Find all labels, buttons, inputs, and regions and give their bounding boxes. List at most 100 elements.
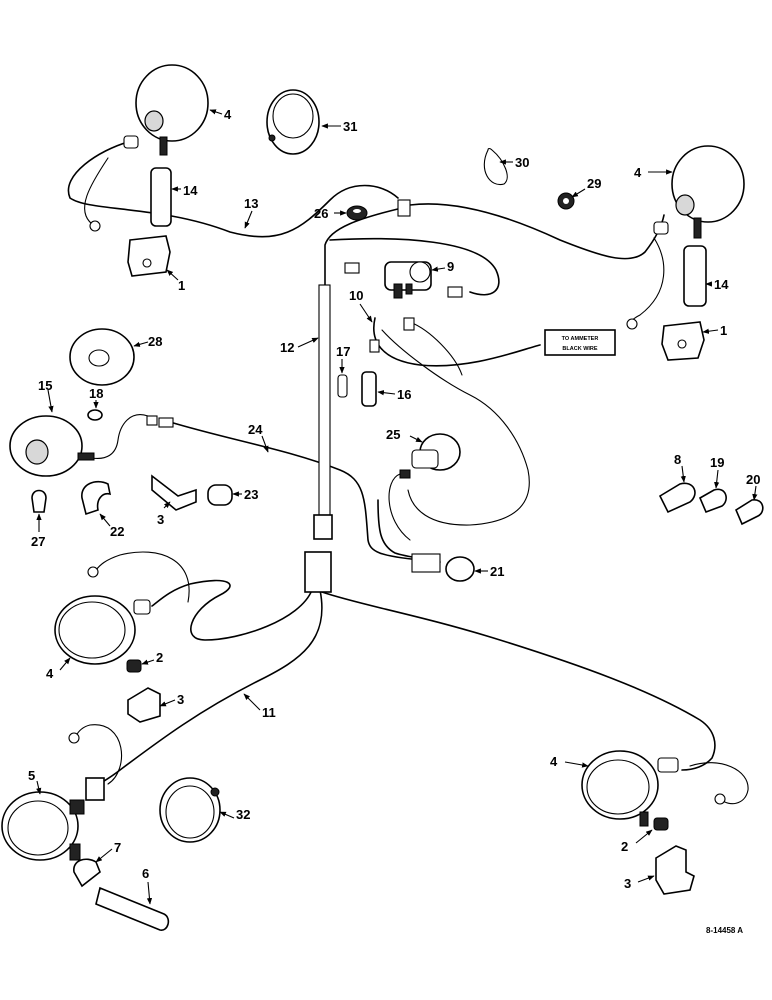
connector-24a xyxy=(146,415,158,426)
fuse-holder-16 xyxy=(361,371,377,407)
bracket-left-hole xyxy=(142,258,152,268)
wire-10c xyxy=(409,321,463,376)
callout-24: 24 xyxy=(248,422,263,437)
callout-17: 17 xyxy=(336,344,350,359)
callout-15: 15 xyxy=(38,378,52,393)
callout-3-lower-middle: 3 xyxy=(177,692,184,707)
tube-6 xyxy=(95,886,170,931)
lamp-32 xyxy=(159,777,221,843)
callout-7: 7 xyxy=(114,840,121,855)
bulb-27 xyxy=(31,489,47,513)
clip-19 xyxy=(698,488,727,514)
connector-10b xyxy=(403,317,415,331)
callout-29: 29 xyxy=(587,176,601,191)
callout-2-left: 2 xyxy=(156,650,163,665)
drawing-reference: 8-14458 A xyxy=(706,926,743,935)
wire-13-eyelet xyxy=(89,220,101,232)
callout-3-lower-right: 3 xyxy=(624,876,631,891)
conduit-12 xyxy=(318,284,331,516)
callout-31: 31 xyxy=(343,119,357,134)
callout-32: 32 xyxy=(236,807,250,822)
connector-11 xyxy=(85,777,105,801)
lamp-cover xyxy=(266,89,320,155)
wire-to-9 xyxy=(329,237,500,296)
callout-2-right: 2 xyxy=(621,839,628,854)
callout-10: 10 xyxy=(349,288,363,303)
switch-9 xyxy=(384,261,432,299)
callout-1-left: 1 xyxy=(178,278,185,293)
callout-13: 13 xyxy=(244,196,258,211)
connector-12-lower xyxy=(313,514,333,540)
callout-20: 20 xyxy=(746,472,760,487)
wire-13-lead xyxy=(84,157,109,225)
callout-14-left: 14 xyxy=(183,183,198,198)
wire-11 xyxy=(95,589,323,787)
wire-right-lower-lead xyxy=(689,762,749,805)
callout-30: 30 xyxy=(515,155,529,170)
wire-right-lower xyxy=(321,591,716,771)
headlamp-lower-right xyxy=(581,750,679,827)
clip-7 xyxy=(73,858,101,888)
callout-8: 8 xyxy=(674,452,681,467)
callout-4-lower-right: 4 xyxy=(550,754,558,769)
callout-11: 11 xyxy=(262,705,276,720)
wire-10b xyxy=(381,329,530,526)
wire-11b xyxy=(151,579,313,641)
callouts: 4 31 14 13 1 30 29 4 26 9 14 10 xyxy=(28,107,760,905)
connector-24b xyxy=(158,417,174,428)
callout-9: 9 xyxy=(447,259,454,274)
clip-22 xyxy=(81,480,112,516)
lamp-15 xyxy=(9,415,95,477)
callout-6: 6 xyxy=(142,866,149,881)
nut-2-right xyxy=(653,817,669,831)
callout-5: 5 xyxy=(28,768,35,783)
bracket-3-lower-middle xyxy=(127,687,161,723)
wire-12-trunk xyxy=(324,207,403,301)
callout-14-right: 14 xyxy=(714,277,729,292)
callout-4-top-left: 4 xyxy=(224,107,232,122)
lamp-5 xyxy=(1,791,85,861)
wiring xyxy=(67,141,749,805)
callout-22: 22 xyxy=(110,524,124,539)
callout-27: 27 xyxy=(31,534,45,549)
bushing-23 xyxy=(207,484,233,506)
switch-21 xyxy=(411,553,475,582)
connector-10a xyxy=(369,339,380,353)
callout-1-right: 1 xyxy=(720,323,727,338)
wire-left-eyelet xyxy=(87,566,99,578)
callout-23: 23 xyxy=(244,487,258,502)
bracket-3-lower-right xyxy=(655,845,695,895)
connector-9a xyxy=(344,262,360,274)
note-line-1: TO AMMETER xyxy=(562,336,599,342)
bracket-right-hole xyxy=(677,339,687,349)
clip-20 xyxy=(734,499,764,526)
callout-26: 26 xyxy=(314,206,328,221)
callout-12: 12 xyxy=(280,340,294,355)
tube-right xyxy=(683,245,707,307)
disc-28-center xyxy=(88,349,110,367)
callout-19: 19 xyxy=(710,455,724,470)
bracket-3-middle xyxy=(151,474,197,511)
wire-24 xyxy=(169,421,421,561)
headlamp-top-right xyxy=(653,145,745,239)
callout-4-top-right: 4 xyxy=(634,165,642,180)
parts: TO AMMETER BLACK WIRE xyxy=(1,64,764,931)
wire-right-lower-eyelet xyxy=(714,793,726,805)
clip-8 xyxy=(658,482,696,514)
callout-18: 18 xyxy=(89,386,103,401)
fuse-17 xyxy=(337,374,348,398)
wire-25 xyxy=(388,473,411,541)
headlamp-top-left xyxy=(123,64,209,156)
tube-left xyxy=(150,167,172,227)
connector-13 xyxy=(397,199,411,217)
callout-4-middle-left: 4 xyxy=(46,666,54,681)
callout-21: 21 xyxy=(490,564,504,579)
wire-lower-left-eyelet xyxy=(68,732,80,744)
washer-18 xyxy=(87,409,103,421)
wire-lower-left-lead xyxy=(75,724,122,785)
switch-25 xyxy=(399,433,461,479)
callout-16: 16 xyxy=(397,387,411,402)
tie-strap xyxy=(483,147,508,186)
callout-25: 25 xyxy=(386,427,400,442)
